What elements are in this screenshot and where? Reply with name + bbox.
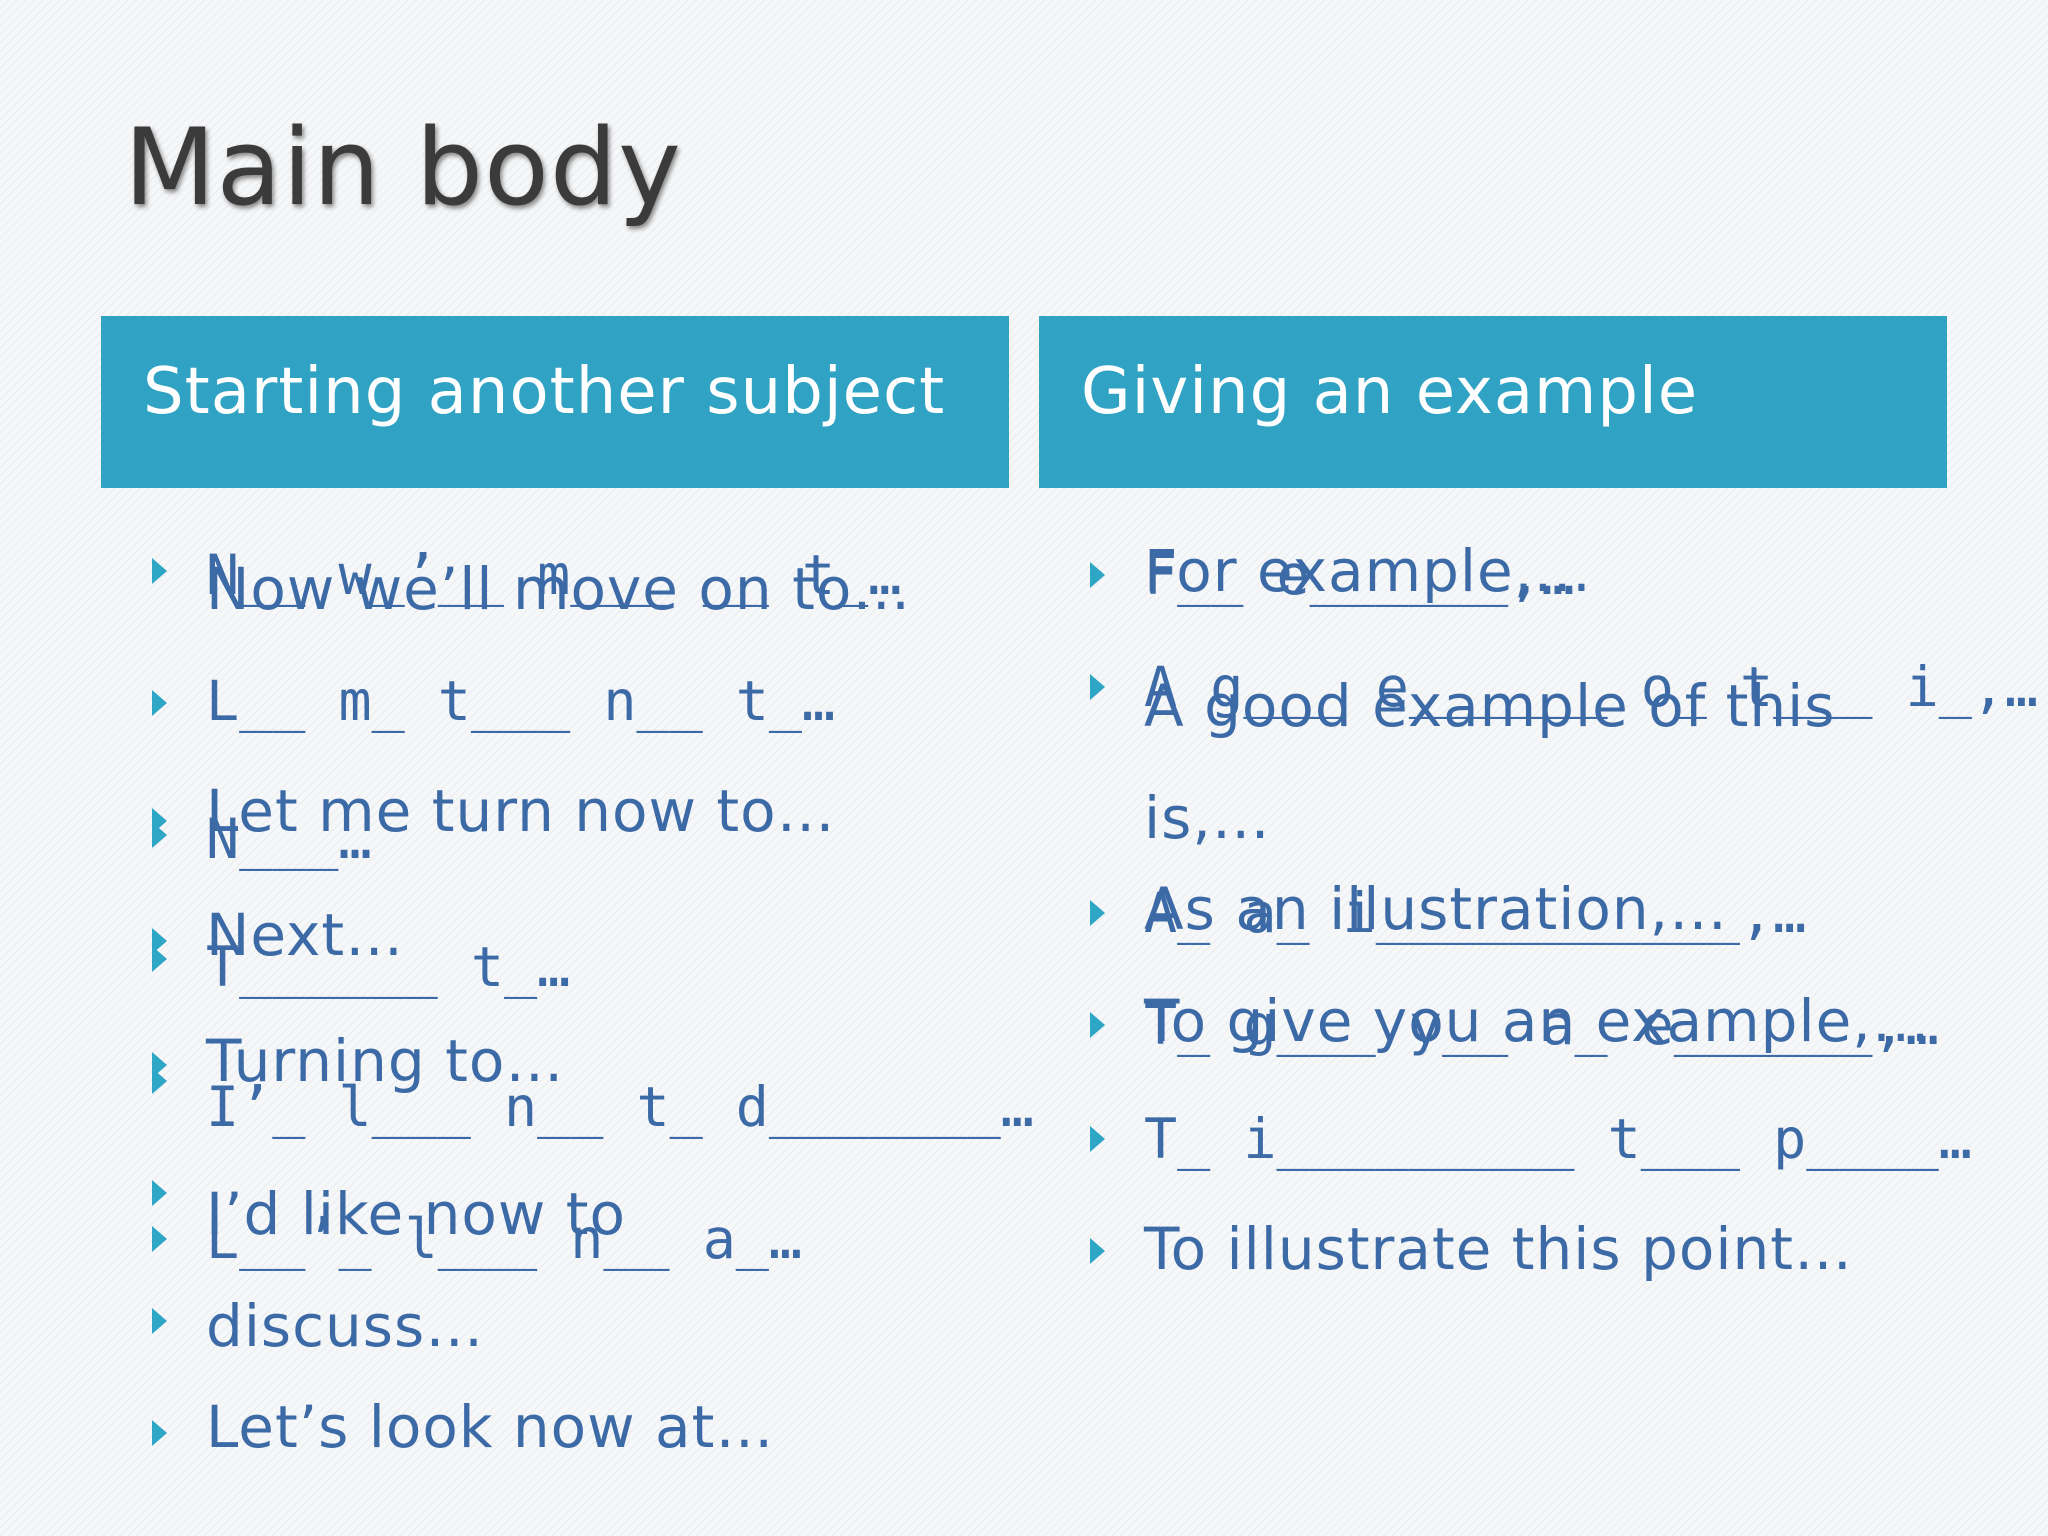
- slide-title: Main body: [124, 106, 682, 229]
- gap-fill-hint: I’_ l___ n__ t_ d_______…: [206, 1075, 1034, 1139]
- gap-fill-hint: T______ t_…: [206, 935, 571, 999]
- phrase-text: Now we’ll move on to…: [206, 555, 912, 623]
- bullet-triangle-icon: [1090, 900, 1105, 926]
- phrase-now-well-move-on: Now we’ll move on to…: [206, 534, 926, 644]
- bullet-triangle-icon: [152, 1226, 167, 1252]
- phrase-as-an-illustration: As an illustration,…: [1144, 875, 1729, 943]
- gap-fill-hint: A g___ e______ o_ t___ i_,…: [1144, 655, 2039, 719]
- phrase-text: A good example of this is,…: [1144, 672, 1836, 852]
- bullet-triangle-icon: [1090, 1238, 1105, 1264]
- phrase-id-like-now-to-discuss: I’d like now to discuss…: [206, 1158, 766, 1382]
- phrase-for-example: For example,…: [1144, 537, 1593, 605]
- bullet-triangle-icon: [1090, 562, 1105, 588]
- bullet-triangle-icon: [152, 1308, 167, 1334]
- phrase-text: I’d like now to discuss…: [206, 1180, 627, 1360]
- header-giving-an-example: Giving an example: [1039, 316, 1947, 488]
- gap-fill-hint: F__ e______,…: [1144, 543, 1575, 607]
- header-starting-another-subject: Starting another subject: [101, 316, 1009, 488]
- gap-fill-hint: A_ a_ i___________,…: [1144, 881, 1807, 945]
- bullet-triangle-icon: [152, 1180, 167, 1206]
- phrase-a-good-example-of-this-is: A good example of this is,…: [1144, 650, 1884, 874]
- bullet-triangle-icon: [152, 946, 167, 972]
- bullet-triangle-icon: [1090, 674, 1105, 700]
- bullet-triangle-icon: [1090, 1012, 1105, 1038]
- gap-fill-hint: L__’_ l___ n__ a_…: [206, 1207, 803, 1271]
- phrase-let-me-turn-now-to: Let me turn now to…: [206, 777, 836, 845]
- gap-fill-hint: L__ m_ t___ n__ t_…: [206, 669, 836, 733]
- gap-fill-hint: N___…: [206, 807, 372, 871]
- bullet-triangle-icon: [1090, 1126, 1105, 1152]
- bullet-triangle-icon: [152, 822, 167, 848]
- bullet-triangle-icon: [152, 1068, 167, 1094]
- gap-fill-hint: N__ w_’__ m___ __ t_…: [206, 543, 902, 607]
- phrase-turning-to: Turning to…: [206, 1027, 565, 1095]
- phrase-next: Next…: [206, 901, 405, 969]
- gap-fill-hint: T_ i_________ t___ p____…: [1144, 1107, 1972, 1171]
- phrase-to-illustrate-this-point: To illustrate this point…: [1144, 1215, 1853, 1283]
- bullet-triangle-icon: [152, 1420, 167, 1446]
- phrase-to-give-you-an-example: To give you an example,…: [1144, 987, 1931, 1055]
- bullet-triangle-icon: [152, 558, 167, 584]
- phrase-lets-look-now-at: Let’s look now at…: [206, 1393, 775, 1461]
- gap-fill-hint: T_ g___ y__ a_ e______,…: [1144, 993, 1939, 1057]
- bullet-triangle-icon: [152, 690, 167, 716]
